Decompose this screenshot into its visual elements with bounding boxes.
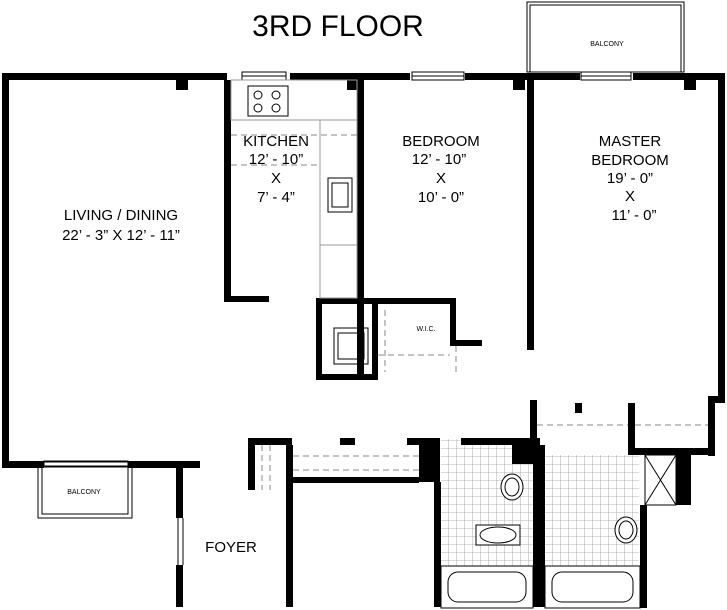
bath-fixtures (440, 454, 677, 609)
foyer-fixtures (177, 445, 420, 565)
balcony-bottom-label: BALCONY (67, 489, 101, 496)
floor-title: 3RD FLOOR (252, 10, 424, 43)
interior-walls (176, 80, 635, 607)
master-bedroom-name1: MASTER (599, 133, 662, 150)
living-dining-label: LIVING / DINING 22’ - 3” X 12’ - 11” (62, 207, 180, 244)
balcony-bottom: BALCONY (37, 460, 133, 519)
balcony-top: BALCONY (526, 1, 685, 73)
kitchen-name: KITCHEN (243, 133, 309, 150)
master-bedroom-name2: BEDROOM (591, 152, 669, 169)
kitchen-dim1: 12’ - 10” (249, 151, 303, 168)
windows (241, 71, 632, 81)
kitchen-label: KITCHEN 12’ - 10” X 7’ - 4” (243, 133, 309, 206)
bedroom-x: X (436, 170, 446, 187)
bedroom-name: BEDROOM (402, 133, 480, 150)
master-bedroom-label: MASTER BEDROOM 19’ - 0” X 11’ - 0” (591, 133, 669, 224)
kitchen-dim2: 7’ - 4” (257, 189, 295, 206)
living-dining-name: LIVING / DINING (64, 207, 178, 224)
wic-fixtures (378, 310, 457, 372)
wic-label: W.I.C. (416, 326, 435, 333)
foyer-label: FOYER (205, 539, 257, 556)
bedroom-label: BEDROOM 12’ - 10” X 10’ - 0” (402, 133, 480, 206)
kitchen-fixtures (230, 79, 369, 365)
balcony-top-label: BALCONY (590, 41, 624, 48)
master-bedroom-x: X (625, 188, 635, 205)
master-bedroom-dim2: 11’ - 0” (611, 207, 656, 224)
master-bedroom-dim1: 19’ - 0” (607, 170, 653, 187)
exterior-walls (2, 73, 725, 608)
bedroom-dim1: 12’ - 10” (412, 151, 466, 168)
bedroom-dim2: 10’ - 0” (418, 189, 464, 206)
living-dining-dims: 22’ - 3” X 12’ - 11” (62, 227, 180, 244)
kitchen-x: X (271, 170, 281, 187)
